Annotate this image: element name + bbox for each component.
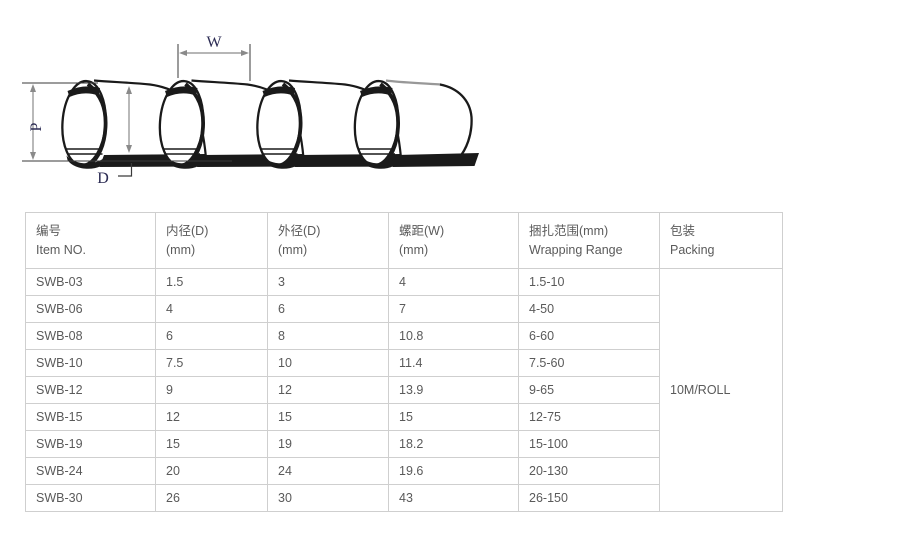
cell-inner: 6 <box>155 322 268 350</box>
cell-item: SWB-19 <box>25 430 156 458</box>
header-zh: 内径(D) <box>166 223 209 238</box>
cell-item: SWB-12 <box>25 376 156 404</box>
cell-item: SWB-06 <box>25 295 156 323</box>
cell-inner: 20 <box>155 457 268 485</box>
cell-pitch: 4 <box>388 268 519 296</box>
cell-item: SWB-08 <box>25 322 156 350</box>
cell-pitch: 13.9 <box>388 376 519 404</box>
cell-range: 7.5-60 <box>518 349 660 377</box>
cell-inner: 1.5 <box>155 268 268 296</box>
spiral-wrap-diagram: P D W <box>22 34 479 187</box>
cell-outer: 8 <box>267 322 389 350</box>
cell-outer: 12 <box>267 376 389 404</box>
cell-range: 1.5-10 <box>518 268 660 296</box>
dimension-d: D <box>97 86 133 187</box>
table-row: SWB-10 7.5 10 11.4 7.5-60 <box>25 349 783 377</box>
cell-inner: 7.5 <box>155 349 268 377</box>
col-header-item: 编号 Item NO. <box>25 212 156 269</box>
cell-outer: 19 <box>267 430 389 458</box>
col-header-packing: 包装 Packing <box>659 212 783 269</box>
table-row: SWB-08 6 8 10.8 6-60 <box>25 322 783 350</box>
cell-range: 15-100 <box>518 430 660 458</box>
header-zh: 外径(D) <box>278 223 321 238</box>
cell-range: 6-60 <box>518 322 660 350</box>
cell-range: 26-150 <box>518 484 660 512</box>
header-zh: 编号 <box>36 223 62 238</box>
cell-range: 4-50 <box>518 295 660 323</box>
header-zh: 包装 <box>670 223 696 238</box>
cell-range: 9-65 <box>518 376 660 404</box>
cell-item: SWB-15 <box>25 403 156 431</box>
cell-packing: 10M/ROLL <box>659 268 783 512</box>
cell-pitch: 19.6 <box>388 457 519 485</box>
cell-outer: 3 <box>267 268 389 296</box>
header-en: (mm) <box>399 242 429 257</box>
label-p: P <box>28 122 45 131</box>
header-zh: 螺距(W) <box>399 223 445 238</box>
dimension-w: W <box>177 34 251 81</box>
header-row: 编号 Item NO. 内径(D) (mm) 外径(D) (mm) 螺距(W) … <box>25 212 783 269</box>
cell-outer: 24 <box>267 457 389 485</box>
cell-item: SWB-24 <box>25 457 156 485</box>
header-zh: 捆扎范围(mm) <box>529 223 609 238</box>
dimension-p: P <box>22 82 232 162</box>
cell-range: 12-75 <box>518 403 660 431</box>
col-header-inner-d: 内径(D) (mm) <box>155 212 268 269</box>
cell-outer: 6 <box>267 295 389 323</box>
cell-pitch: 10.8 <box>388 322 519 350</box>
cell-inner: 26 <box>155 484 268 512</box>
cell-pitch: 43 <box>388 484 519 512</box>
cell-pitch: 11.4 <box>388 349 519 377</box>
label-d: D <box>97 170 109 187</box>
cell-outer: 10 <box>267 349 389 377</box>
header-en: Wrapping Range <box>529 242 623 257</box>
cell-item: SWB-03 <box>25 268 156 296</box>
header-en: Packing <box>670 242 715 257</box>
cell-pitch: 15 <box>388 403 519 431</box>
spec-table: 编号 Item NO. 内径(D) (mm) 外径(D) (mm) 螺距(W) … <box>25 212 783 512</box>
cell-outer: 30 <box>267 484 389 512</box>
table-row: SWB-30 26 30 43 26-150 <box>25 484 783 512</box>
header-en: (mm) <box>278 242 308 257</box>
cell-inner: 12 <box>155 403 268 431</box>
label-w: W <box>206 34 222 51</box>
coil-opening <box>57 77 111 171</box>
table-row: SWB-06 4 6 7 4-50 <box>25 295 783 323</box>
cell-pitch: 7 <box>388 295 519 323</box>
cell-outer: 15 <box>267 403 389 431</box>
cell-inner: 15 <box>155 430 268 458</box>
table-row: SWB-03 1.5 3 4 1.5-10 10M/ROLL <box>25 268 783 512</box>
coil-band-tail <box>385 79 479 167</box>
table-row: SWB-19 15 19 18.2 15-100 <box>25 430 783 458</box>
table-row: SWB-24 20 24 19.6 20-130 <box>25 457 783 485</box>
col-header-outer-d: 外径(D) (mm) <box>267 212 389 269</box>
cell-inner: 4 <box>155 295 268 323</box>
cell-inner: 9 <box>155 376 268 404</box>
cell-item: SWB-30 <box>25 484 156 512</box>
cell-pitch: 18.2 <box>388 430 519 458</box>
header-en: (mm) <box>166 242 196 257</box>
col-header-wrapping-range: 捆扎范围(mm) Wrapping Range <box>518 212 660 269</box>
col-header-pitch-w: 螺距(W) (mm) <box>388 212 519 269</box>
cell-range: 20-130 <box>518 457 660 485</box>
header-en: Item NO. <box>36 242 87 257</box>
cell-item: SWB-10 <box>25 349 156 377</box>
table-row: SWB-15 12 15 15 12-75 <box>25 403 783 431</box>
